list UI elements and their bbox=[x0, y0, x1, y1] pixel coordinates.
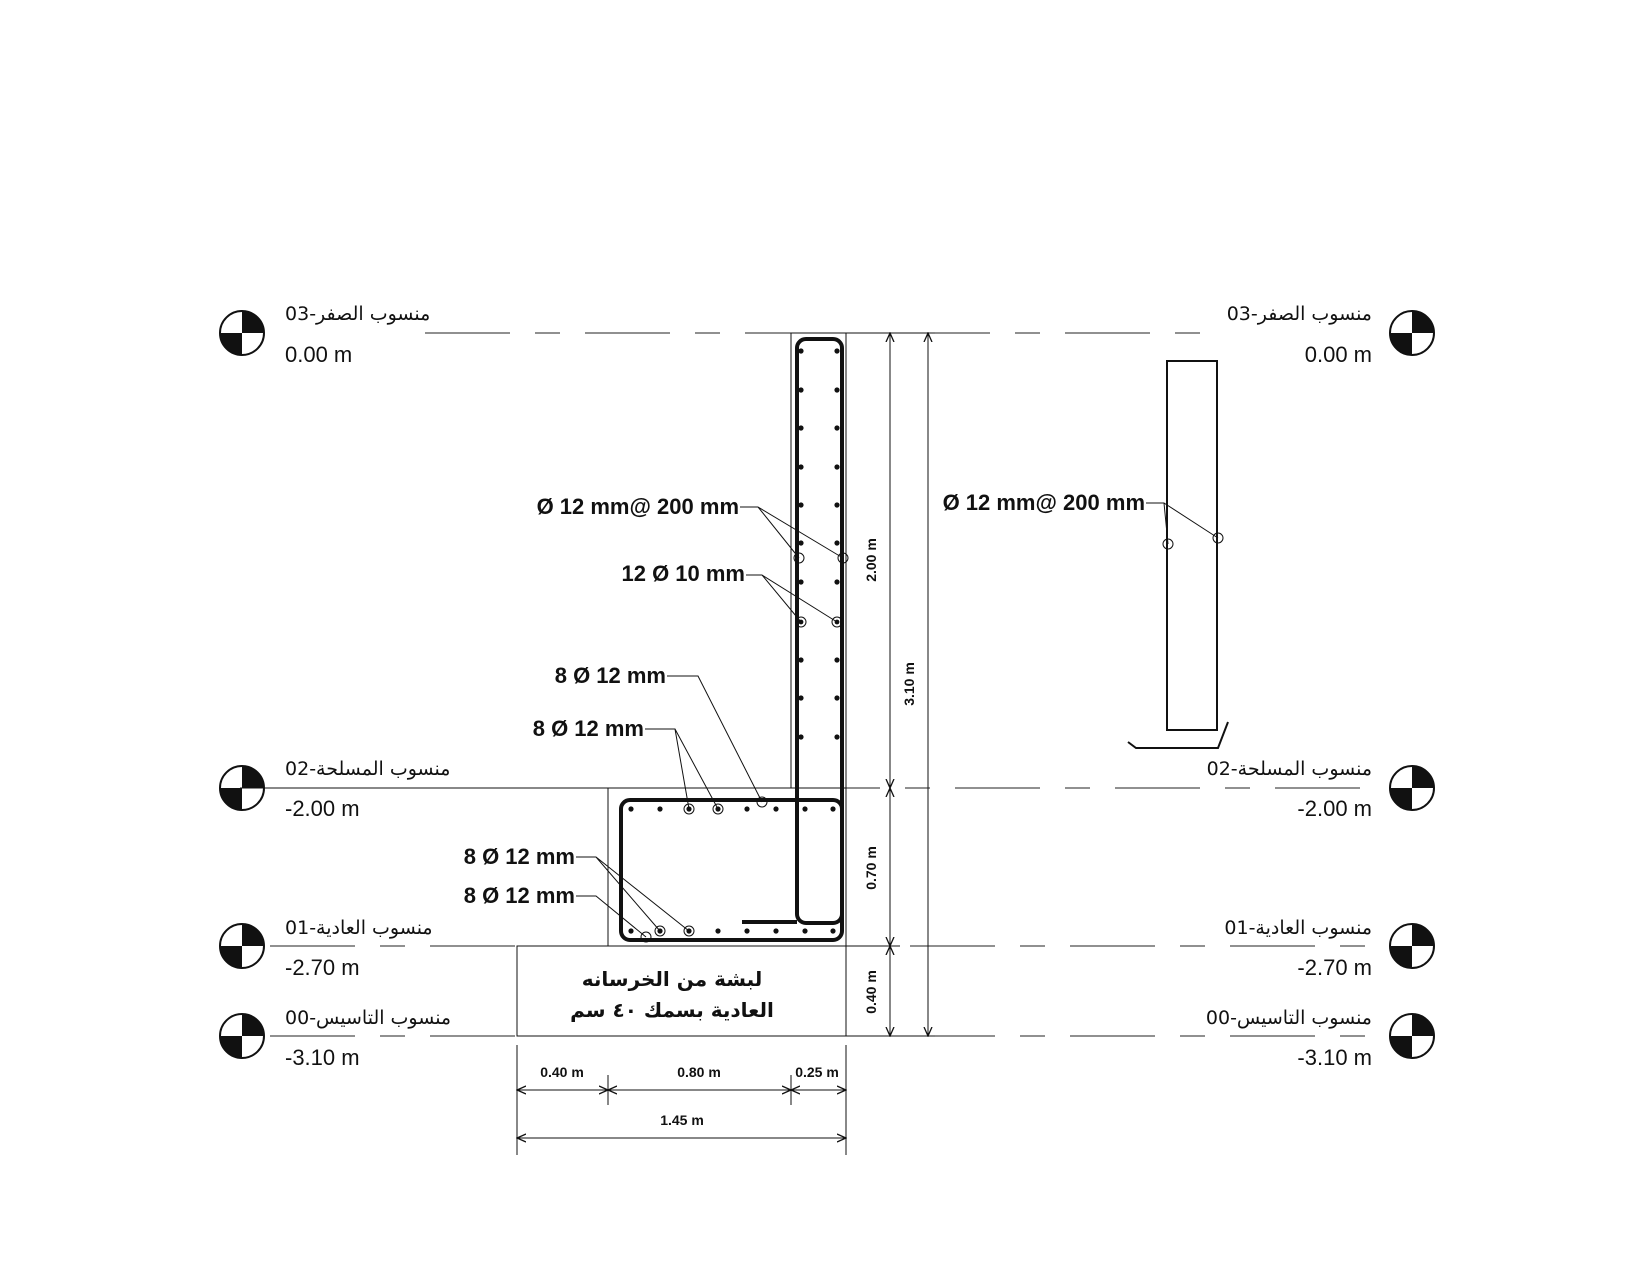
level-marker-symbol bbox=[219, 765, 265, 811]
side-view-bar-label: Ø 12 mm@ 200 mm bbox=[943, 490, 1145, 515]
level-03-value-left: 0.00 m bbox=[285, 342, 352, 367]
plain-concrete-slab: لبشة من الخرسانه العادية بسمك ٤٠ سم bbox=[516, 945, 847, 1037]
wall-dist-bar-label: 12 Ø 10 mm bbox=[621, 561, 745, 586]
reinforcement bbox=[619, 337, 849, 943]
concrete-outline bbox=[607, 332, 847, 947]
footing-bottom-bars-highlighted bbox=[640, 925, 695, 943]
level-marker-symbol bbox=[219, 923, 265, 969]
level-02-value-right: -2.00 m bbox=[1297, 796, 1372, 821]
level-03-name-right: منسوب الصفر-03 bbox=[1227, 303, 1372, 325]
plain-concrete-note-line2: العادية بسمك ٤٠ سم bbox=[570, 998, 774, 1022]
level-marker-symbol bbox=[219, 310, 265, 356]
level-marker-symbol bbox=[1389, 923, 1435, 969]
horizontal-dimensions: 0.40 m 0.80 m 0.25 m 1.45 m bbox=[517, 1045, 846, 1155]
level-marker-symbol bbox=[1389, 765, 1435, 811]
level-01-name-left: منسوب العادية-01 bbox=[285, 917, 433, 939]
level-marker-symbol bbox=[1389, 310, 1435, 356]
level-03-value-right: 0.00 m bbox=[1305, 342, 1372, 367]
footing-top-bars bbox=[628, 806, 836, 812]
level-markers-left: منسوب الصفر-03 0.00 m منسوب المسلحة-02 -… bbox=[219, 303, 451, 1070]
footing-top-bar-label-1: 8 Ø 12 mm bbox=[555, 663, 666, 688]
vertical-dimensions: 2.00 m 0.70 m 0.40 m 3.10 m bbox=[846, 333, 935, 1036]
level-02-value-left: -2.00 m bbox=[285, 796, 360, 821]
plain-concrete-note-line1: لبشة من الخرسانه bbox=[582, 967, 763, 991]
level-02-name-left: منسوب المسلحة-02 bbox=[285, 758, 450, 780]
level-marker-symbol bbox=[219, 1013, 265, 1059]
level-marker-symbol bbox=[1389, 1013, 1435, 1059]
wall-width-dim: 0.25 m bbox=[795, 1064, 839, 1080]
wall-bars-highlighted bbox=[793, 552, 849, 628]
footing-bottom-bar-label-1: 8 Ø 12 mm bbox=[464, 844, 575, 869]
rebar-callouts: Ø 12 mm@ 200 mm 12 Ø 10 mm 8 Ø 12 mm 8 Ø… bbox=[464, 494, 844, 938]
level-02-name-right: منسوب المسلحة-02 bbox=[1207, 758, 1372, 780]
level-00-name-right: منسوب التاسيس-00 bbox=[1206, 1007, 1372, 1029]
level-markers-right: منسوب الصفر-03 0.00 m منسوب المسلحة-02 -… bbox=[1206, 303, 1435, 1070]
total-height-dim: 3.10 m bbox=[901, 662, 917, 706]
wall-stirrup bbox=[795, 337, 844, 925]
footing-top-bars-highlighted bbox=[683, 796, 768, 815]
level-01-value-left: -2.70 m bbox=[285, 955, 360, 980]
footing-bar-loop bbox=[619, 798, 844, 942]
wall-height-dim: 2.00 m bbox=[863, 538, 879, 582]
level-00-value-left: -3.10 m bbox=[285, 1045, 360, 1070]
footing-top-bar-label-2: 8 Ø 12 mm bbox=[533, 716, 644, 741]
level-01-name-right: منسوب العادية-01 bbox=[1224, 917, 1372, 939]
wall-main-bar-label: Ø 12 mm@ 200 mm bbox=[537, 494, 739, 519]
blinding-height-dim: 0.40 m bbox=[863, 970, 879, 1014]
toe-width-dim: 0.40 m bbox=[540, 1064, 584, 1080]
wall-bars-left bbox=[798, 348, 804, 740]
footing-bottom-bar-label-2: 8 Ø 12 mm bbox=[464, 883, 575, 908]
total-width-dim: 1.45 m bbox=[660, 1112, 704, 1128]
wall-side-view: Ø 12 mm@ 200 mm bbox=[943, 360, 1229, 749]
level-03-name-left: منسوب الصفر-03 bbox=[285, 303, 430, 325]
wall-bars-right bbox=[834, 348, 840, 740]
level-01-value-right: -2.70 m bbox=[1297, 955, 1372, 980]
level-00-name-left: منسوب التاسيس-00 bbox=[285, 1007, 451, 1029]
mid-width-dim: 0.80 m bbox=[677, 1064, 721, 1080]
level-00-value-right: -3.10 m bbox=[1297, 1045, 1372, 1070]
footing-height-dim: 0.70 m bbox=[863, 846, 879, 890]
